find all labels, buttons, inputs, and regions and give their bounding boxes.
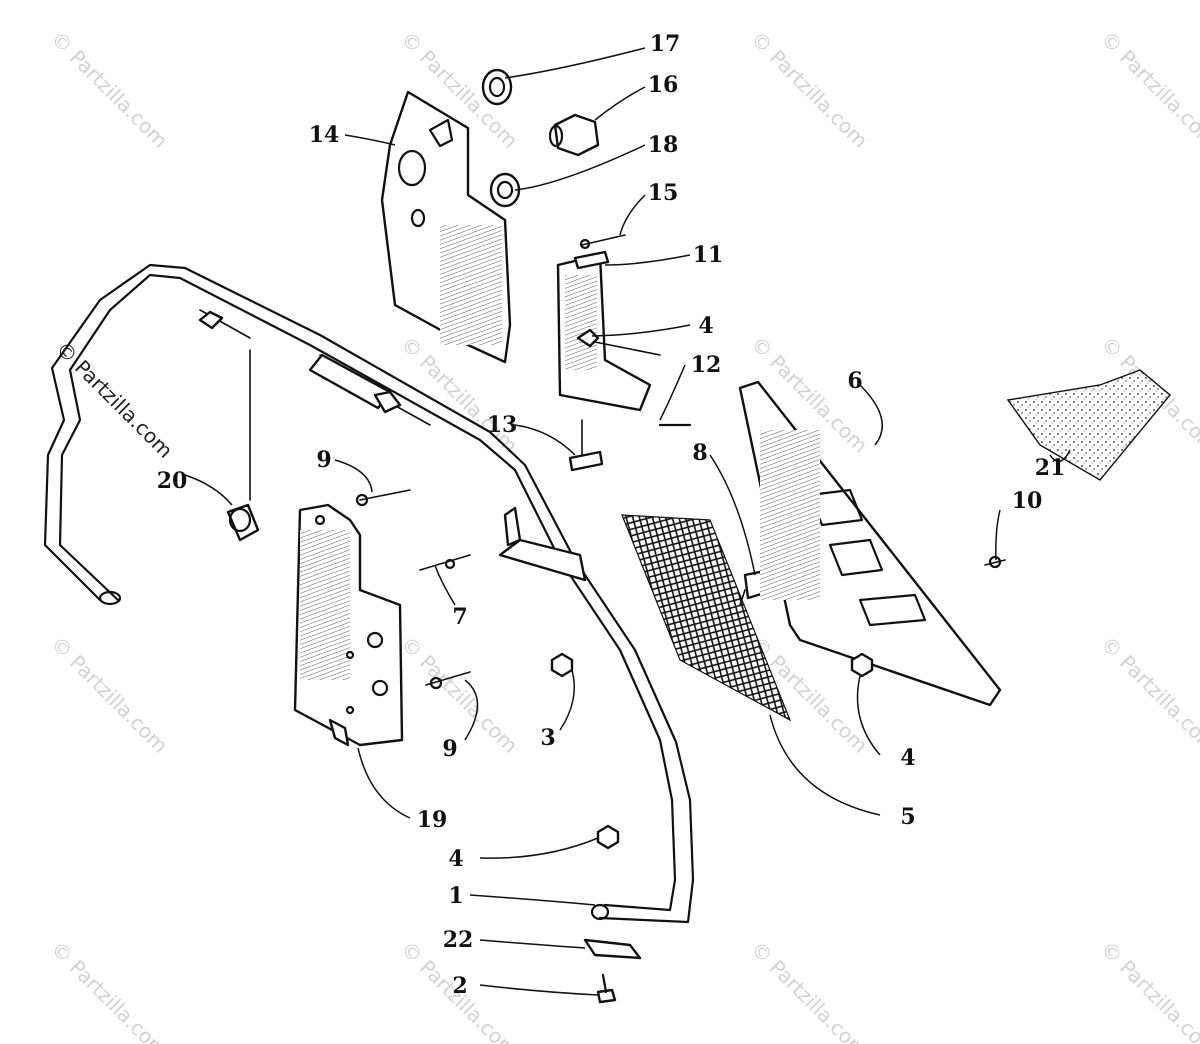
- plate-22: [583, 938, 642, 960]
- mesh-screen-5: [621, 514, 792, 722]
- fasteners: [355, 234, 1006, 690]
- callout-4-right: 4: [900, 745, 915, 771]
- watermark-text: © Partzilla.com: [46, 632, 172, 758]
- callout-4-top: 4: [698, 313, 713, 339]
- callout-19: 19: [417, 807, 448, 833]
- callout-6: 6: [847, 368, 862, 394]
- lower-plate-19: [293, 503, 404, 747]
- callout-15: 15: [648, 180, 679, 206]
- callout-labels: 17 16 14 18 15 11 4 12 6 13 21 9 8 10 20…: [157, 31, 1066, 999]
- callout-21: 21: [1035, 455, 1066, 481]
- grommet-18: [489, 172, 521, 208]
- callout-9-top: 9: [316, 447, 331, 473]
- callout-7: 7: [452, 604, 467, 630]
- callout-17: 17: [650, 31, 681, 57]
- watermark-text: © Partzilla.com: [396, 632, 522, 758]
- callout-9-bottom: 9: [442, 736, 457, 762]
- callout-16: 16: [648, 72, 679, 98]
- watermark-text: © Partzilla.com: [46, 27, 172, 153]
- watermark-layer: © Partzilla.com © Partzilla.com © Partzi…: [46, 27, 1200, 1044]
- bolt-2: [596, 973, 617, 1004]
- bracket-7: [498, 506, 587, 582]
- watermark-text: © Partzilla.com: [1096, 27, 1200, 153]
- tube-clamp: [198, 310, 402, 414]
- watermark-text: © Partzilla.com: [746, 27, 872, 153]
- grommet-17: [481, 68, 513, 106]
- callout-11: 11: [693, 242, 724, 268]
- watermark-text: © Partzilla.com: [1096, 632, 1200, 758]
- nut-4-bottom: [596, 824, 620, 850]
- leader-lines: [184, 47, 1071, 996]
- callout-1: 1: [448, 883, 463, 909]
- callout-5: 5: [900, 804, 915, 830]
- callout-13: 13: [487, 412, 518, 438]
- callout-14: 14: [309, 122, 340, 148]
- callout-8: 8: [692, 440, 707, 466]
- nut-4-right: [850, 652, 874, 678]
- callout-22: 22: [443, 927, 474, 953]
- callout-12: 12: [691, 352, 722, 378]
- upper-bracket-plate-14: [380, 90, 512, 364]
- side-panel-6: [738, 380, 1002, 707]
- angle-bracket-11: [556, 250, 652, 412]
- bushing-16: [548, 113, 600, 157]
- callout-18: 18: [648, 132, 679, 158]
- clamp-20: [226, 349, 260, 542]
- callout-20: 20: [157, 468, 188, 494]
- callout-10: 10: [1012, 488, 1043, 514]
- foam-pad-21: [1006, 369, 1171, 481]
- callout-4-bottom: 4: [448, 846, 463, 872]
- watermark-main-text: © Partzilla.com: [51, 337, 177, 463]
- callout-3: 3: [540, 725, 555, 751]
- watermark-text: © Partzilla.com: [46, 937, 172, 1044]
- nut-3: [550, 652, 574, 678]
- callout-2: 2: [452, 973, 467, 999]
- watermark-text: © Partzilla.com: [746, 937, 872, 1044]
- watermark-text: © Partzilla.com: [1096, 937, 1200, 1044]
